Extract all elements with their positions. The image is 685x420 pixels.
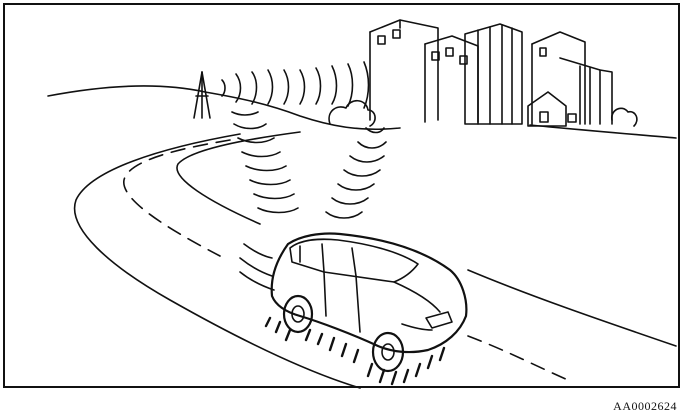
figure-caption: AA0002624 — [613, 399, 677, 414]
road-left-edge — [75, 134, 360, 388]
radio-waves-left — [232, 112, 298, 290]
road-center-dashes-near — [468, 336, 568, 380]
car-icon — [272, 233, 467, 371]
ground-line-right — [530, 125, 676, 138]
antenna-icon — [194, 72, 210, 118]
radio-waves-antenna — [222, 62, 369, 108]
radio-waves-right — [326, 128, 386, 218]
buildings — [370, 20, 612, 126]
road-center-dashes — [124, 140, 230, 256]
road-right-edge — [468, 270, 676, 346]
tree-left — [329, 101, 375, 126]
tree-right — [612, 108, 637, 126]
